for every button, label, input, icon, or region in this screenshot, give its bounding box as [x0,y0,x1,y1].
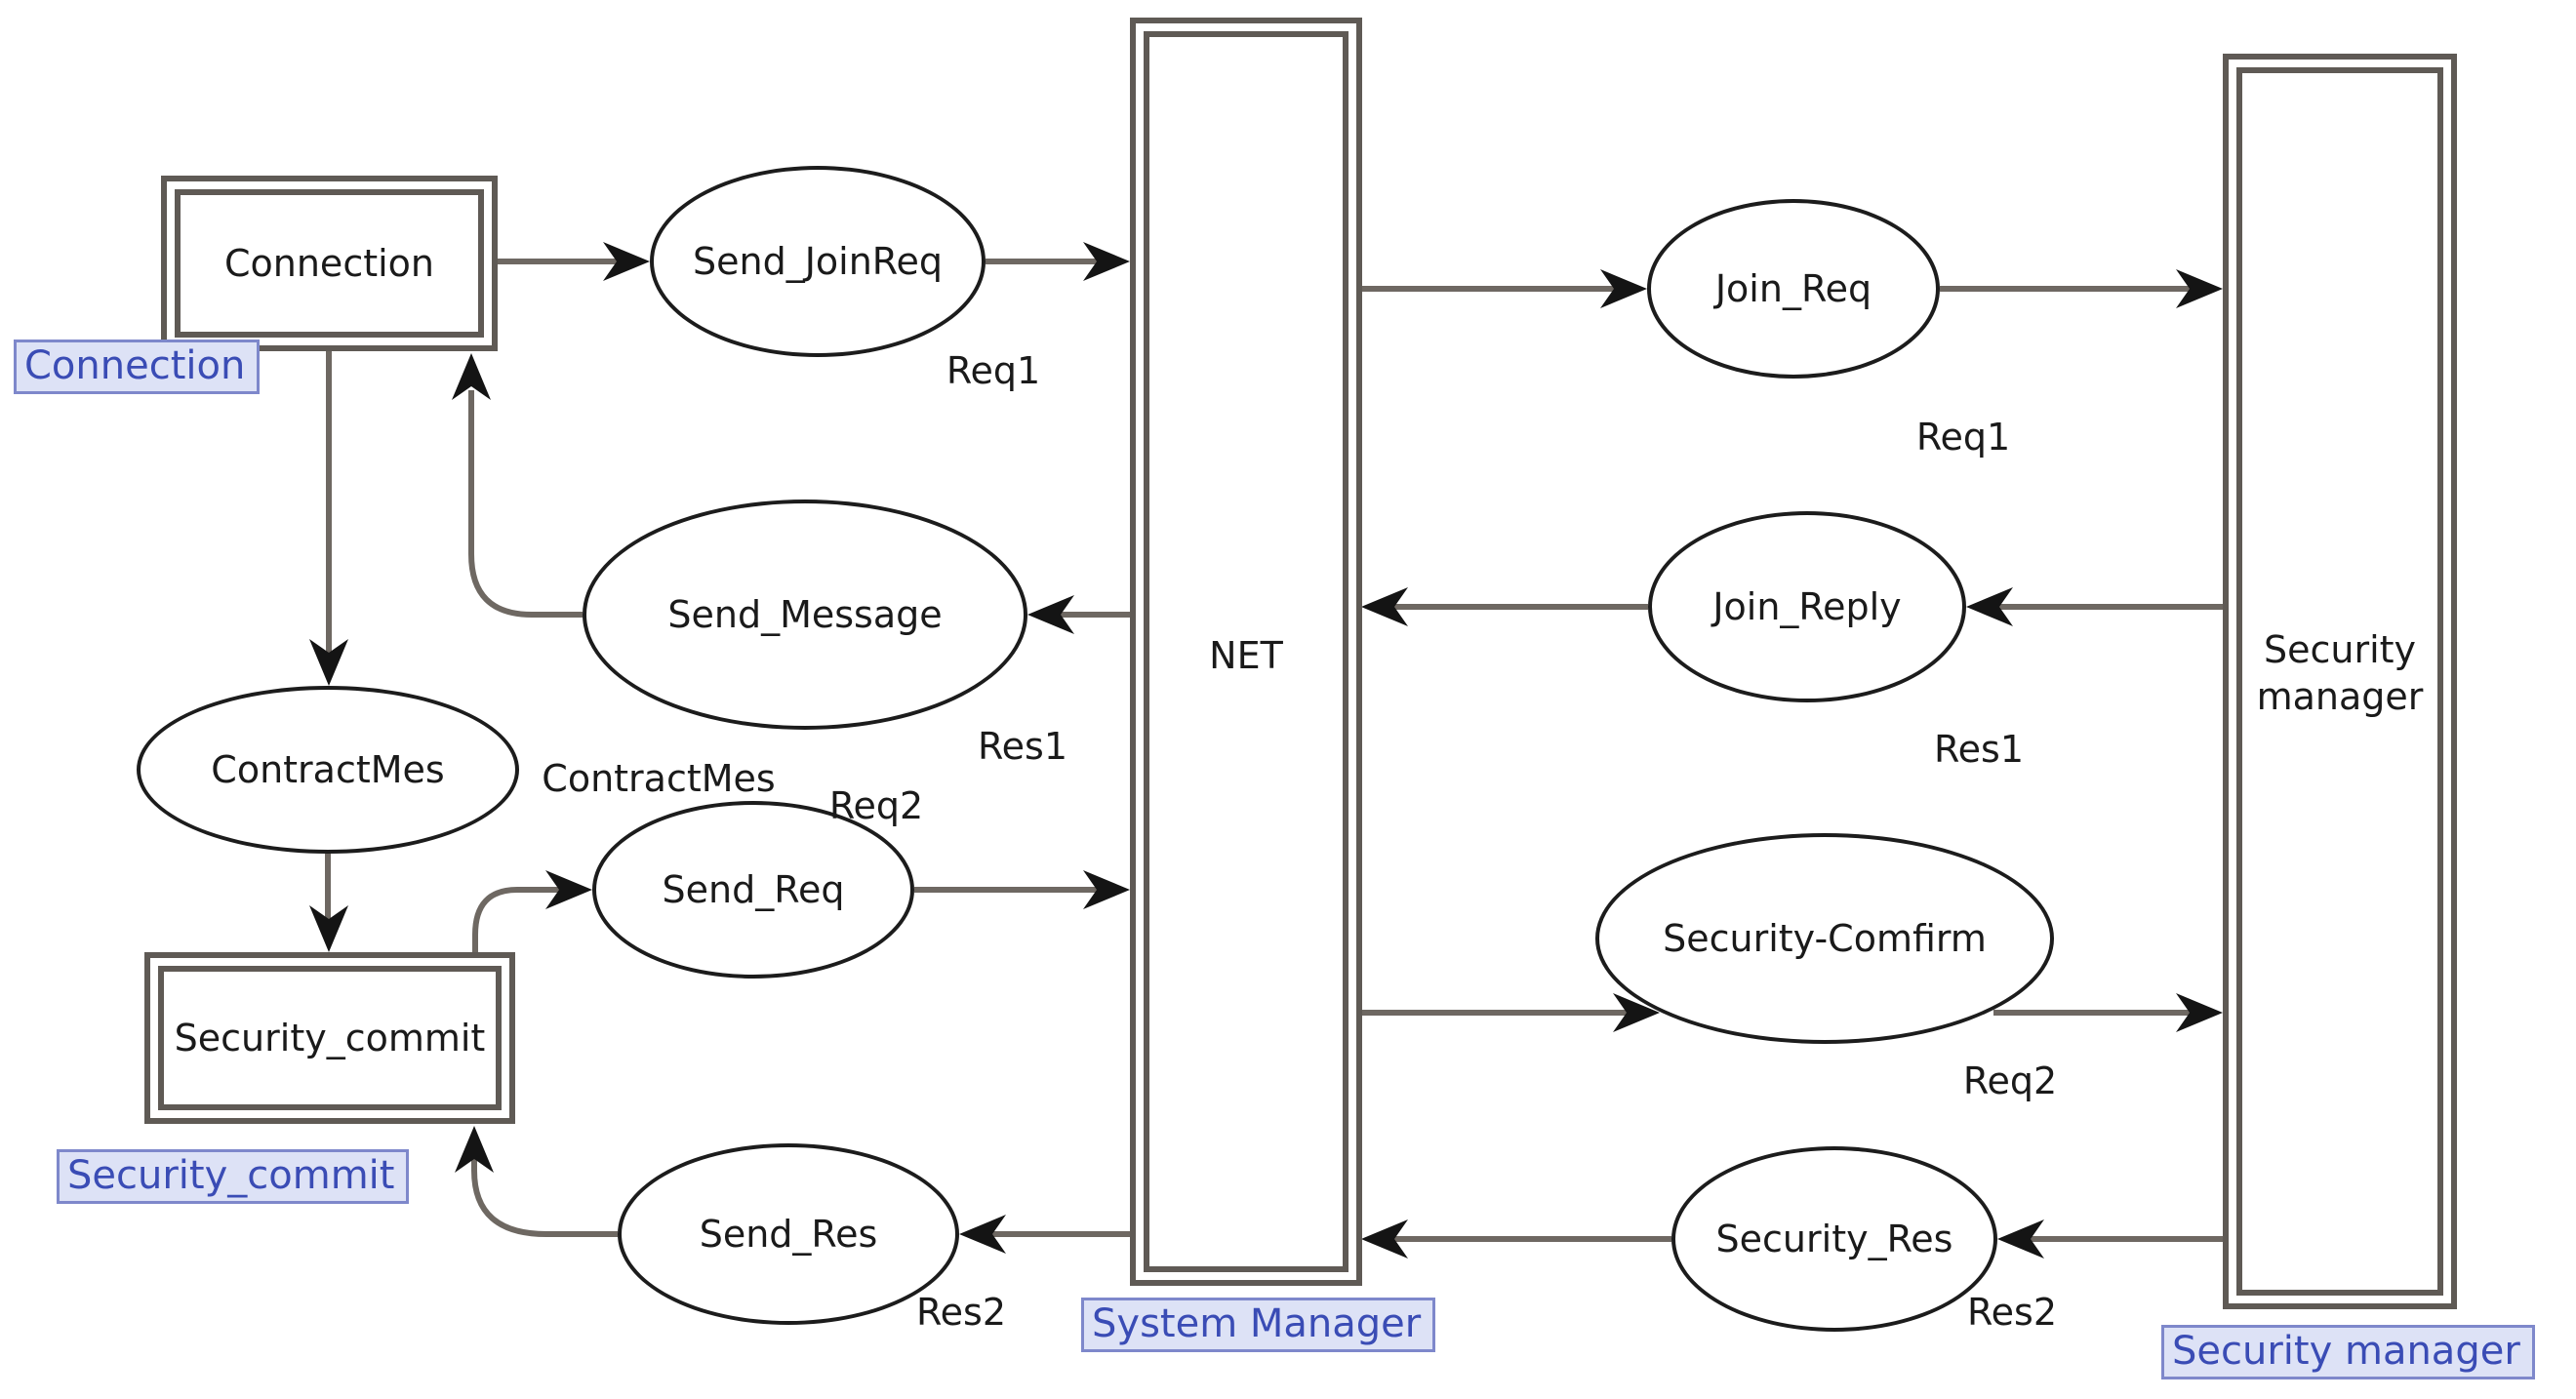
port-label-res1-left: Res1 [977,725,1068,768]
port-label-req1-right: Req1 [1915,416,2011,459]
arrowhead-net-to-security-comfirm [1613,993,1660,1032]
port-label-req2-left: Req2 [828,784,924,827]
arrowhead-send-message-to-connection [452,353,491,400]
tag-security-manager: Security manager [2161,1325,2535,1379]
security-manager-box-label: Security manager [2229,626,2451,720]
arrowhead-send-joinreq-to-net [1083,242,1130,281]
arrowhead-security-manager-to-security-res [1997,1219,2044,1259]
arrowhead-security-comfirm-to-security-manager [2176,993,2223,1032]
edge-send-res-to-security-commit [471,1159,618,1237]
port-label-req2-right: Req2 [1962,1059,2058,1102]
port-label-req1-left: Req1 [946,349,1041,392]
place-contractmes: ContractMes [137,686,519,854]
tag-connection: Connection [14,340,261,394]
arrowhead-send-req-to-net [1083,870,1130,909]
tag-system-manager: System Manager [1081,1298,1436,1352]
arrowhead-net-to-send-message [1027,595,1074,634]
label-contractmes-float: ContractMes [542,757,776,800]
tag-security-commit: Security_commit [57,1149,410,1204]
arrowhead-security-manager-to-join-reply [1966,587,2013,626]
arrowhead-connection-to-send-joinreq [603,242,650,281]
arrowhead-connection-to-contractmes [309,639,348,686]
place-send-message: Send_Message [583,500,1027,730]
security-manager-box-label-line2: manager [2256,675,2424,718]
place-send-req: Send_Req [592,801,914,979]
place-join-req: Join_Req [1647,199,1940,379]
port-label-res1-right: Res1 [1933,728,2025,771]
place-send-res: Send_Res [618,1143,959,1325]
place-security-res: Security_Res [1671,1146,1997,1332]
connection-box: Connection [161,176,498,351]
place-send-joinreq: Send_JoinReq [650,166,986,357]
security-manager-box-label-line1: Security [2263,628,2417,671]
security-manager-box: Security manager [2223,54,2457,1309]
security-commit-box-label: Security_commit [174,1017,486,1059]
security-commit-box: Security_commit [144,952,515,1124]
arrowhead-join-req-to-security-manager [2176,269,2223,308]
arrowhead-join-reply-to-net [1361,587,1408,626]
net-box: NET [1130,18,1362,1286]
port-label-res2-left: Res2 [915,1291,1007,1334]
arrowhead-security-commit-to-send-req [545,870,592,909]
place-join-reply: Join_Reply [1648,511,1966,702]
arrowhead-net-to-send-res [959,1215,1006,1254]
edge-security-commit-to-send-req [472,887,559,952]
arrowhead-net-to-join-req [1600,269,1647,308]
net-box-label: NET [1209,634,1283,677]
arrowhead-security-res-to-net [1361,1219,1408,1259]
arrowhead-send-res-to-security-commit [455,1126,494,1173]
place-security-comfirm: Security-Comfirm [1595,833,2054,1044]
connection-box-label: Connection [223,242,434,285]
edge-send-message-to-connection [468,390,583,618]
port-label-res2-right: Res2 [1966,1291,2058,1334]
arrowhead-contractmes-to-security-commit [309,905,348,952]
